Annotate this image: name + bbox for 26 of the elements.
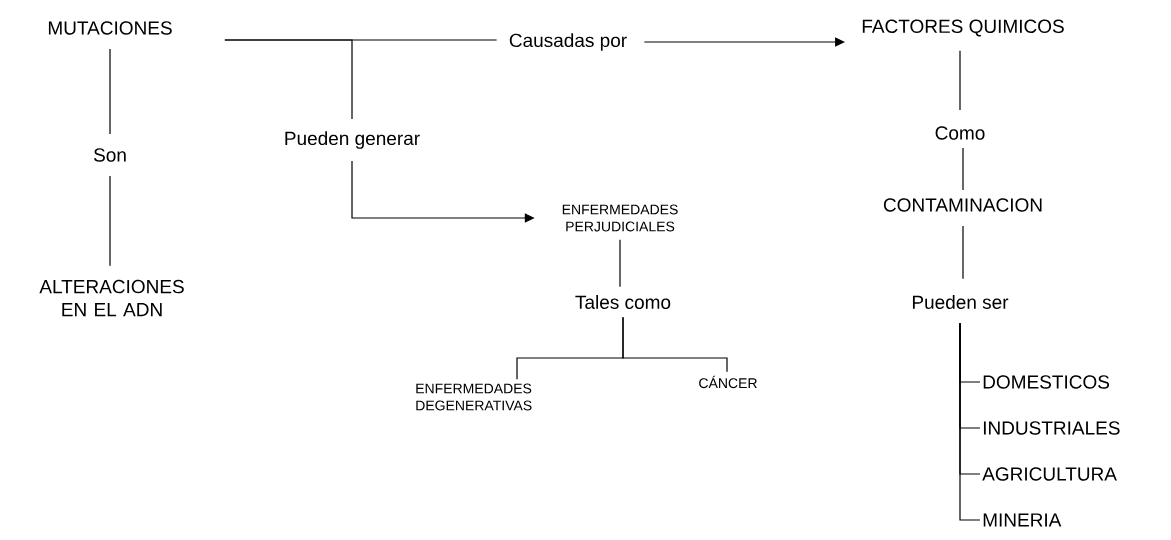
concept-text: INDUSTRIALES	[983, 421, 1120, 435]
connector-line	[622, 316, 728, 373]
connector-line	[959, 322, 981, 521]
connector-line	[962, 225, 964, 280]
linking-phrase: Tales como	[575, 295, 671, 309]
concept-text: FACTORES QUIMICOS	[862, 19, 1064, 37]
connector-line	[109, 175, 111, 267]
linking-phrase: Causadas por	[509, 33, 627, 51]
connector-line	[109, 48, 111, 135]
concept-text: MUTACIONES	[48, 21, 172, 35]
concept-text: CÁNCER	[699, 375, 757, 389]
connector-line	[619, 239, 621, 288]
connector-line	[224, 39, 353, 120]
concept-text: DOMESTICOS	[983, 375, 1110, 389]
concept-text: ENFERMEDADES DEGENERATIVAS	[416, 383, 532, 411]
concept-text: ENFERMEDADES PERJUDICIALES	[562, 204, 678, 232]
concept-text: CONTAMINACION	[883, 198, 1042, 212]
concept-text: MINERIA	[983, 513, 1062, 527]
connector-line	[959, 50, 961, 111]
linking-phrase: Pueden ser	[912, 295, 1009, 309]
connector-line	[962, 147, 964, 191]
concept-text: AGRICULTURA	[982, 467, 1117, 481]
linking-phrase: Son	[93, 148, 126, 162]
linking-phrase: Pueden generar	[285, 131, 420, 149]
concept-text: ALTERACIONES EN EL ADN	[39, 279, 184, 317]
linking-phrase: Como	[935, 126, 985, 140]
